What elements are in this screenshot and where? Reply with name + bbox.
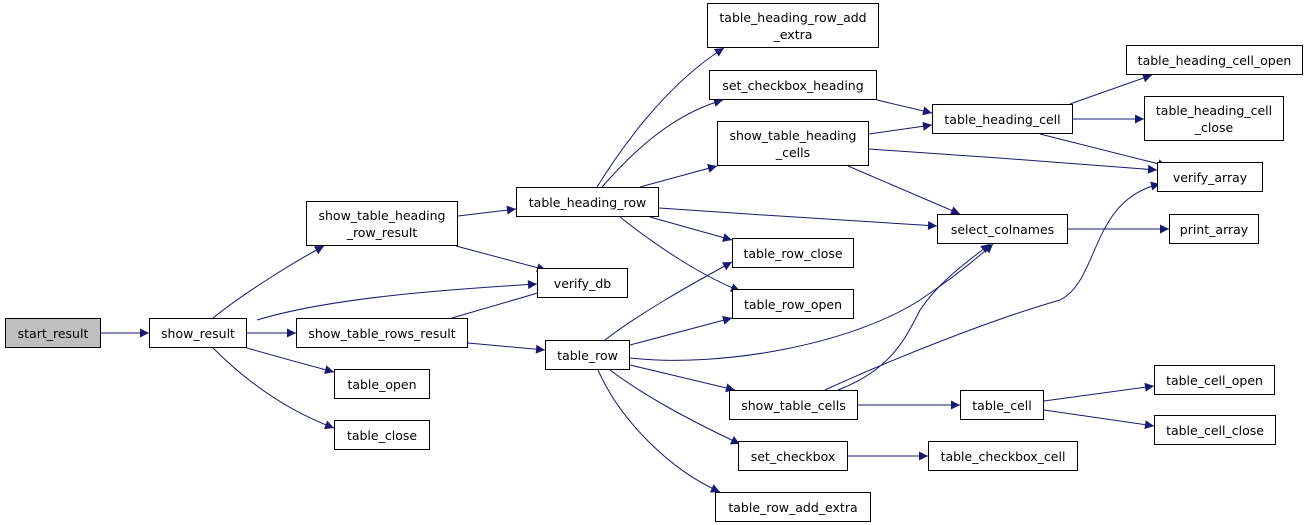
edge-table-heading-row-to-table-row-open [619,216,741,292]
edge-show-table-heading-cells-to-table-heading-cell [868,121,933,135]
node-table-row-add-extra[interactable]: table_row_add_extra [715,492,871,522]
edge-table-row-to-show-table-cells [629,364,736,393]
node-verify-array[interactable]: verify_array [1157,162,1263,192]
edge-set-checkbox-heading-to-table-heading-cell [876,99,933,116]
node-table-cell-close[interactable]: table_cell_close [1154,415,1276,445]
node-start-result[interactable]: start_result [5,318,101,348]
edge-show-result-to-table-close [212,347,335,430]
edge-table-row-to-table-row-add-extra [597,369,721,493]
node-table-heading-cell-close[interactable]: table_heading_cell _close [1144,96,1284,141]
edge-show-table-cells-to-select-colnames [837,243,991,391]
node-table-heading-cell-open[interactable]: table_heading_cell_open [1126,45,1303,75]
node-table-heading-row-add-extra[interactable]: table_heading_row_add _extra [707,3,879,48]
node-show-table-rows-result[interactable]: show_table_rows_result [296,318,468,348]
edge-table-heading-cell-to-table-heading-cell-open [1069,73,1153,105]
edge-table-heading-row-to-select-colnames [658,207,938,230]
node-set-checkbox[interactable]: set_checkbox [738,441,848,471]
edge-show-table-heading-row-result-to-verify-db [455,245,547,273]
node-table-heading-cell[interactable]: table_heading_cell [932,104,1073,134]
node-verify-db[interactable]: verify_db [537,268,628,298]
node-show-table-cells[interactable]: show_table_cells [729,390,858,420]
edge-show-table-rows-result-to-table-row [467,342,546,354]
edge-show-table-heading-cells-to-select-colnames [847,165,961,215]
edge-show-table-heading-row-result-to-table-heading-row [457,205,517,217]
edge-table-row-to-table-row-close [604,261,733,341]
node-show-table-heading-cells[interactable]: show_table_heading _cells [717,121,869,166]
edge-table-heading-row-to-table-row-close [649,216,733,242]
edge-table-row-to-table-row-open [629,315,733,346]
node-table-open[interactable]: table_open [334,369,430,399]
node-show-table-heading-row-result[interactable]: show_table_heading _row_result [306,201,458,246]
edge-table-heading-row-to-set-checkbox-heading [601,98,724,188]
edge-show-result-to-table-open [246,347,335,375]
edge-table-cell-to-table-cell-open [1043,382,1155,402]
edge-show-result-to-verify-db [256,280,538,321]
node-table-row-close[interactable]: table_row_close [732,238,854,268]
edge-table-heading-row-to-show-table-heading-cells [639,164,718,188]
node-set-checkbox-heading[interactable]: set_checkbox_heading [709,70,877,100]
node-print-array[interactable]: print_array [1169,214,1259,244]
edge-show-table-rows-result-to-verify-db [451,288,549,319]
edge-show-table-cells-to-verify-array [824,181,1161,391]
node-table-checkbox-cell[interactable]: table_checkbox_cell [928,441,1078,471]
edge-table-heading-row-to-table-heading-row-add-extra [596,47,725,188]
edge-table-row-to-set-checkbox [609,369,741,445]
edge-table-row-to-select-colnames [629,243,994,361]
node-table-cell-open[interactable]: table_cell_open [1154,365,1275,395]
edge-table-cell-to-table-cell-close [1043,409,1155,430]
edge-table-heading-cell-to-verify-array [1039,133,1168,169]
node-show-result[interactable]: show_result [149,318,247,348]
node-select-colnames[interactable]: select_colnames [937,214,1068,244]
edge-show-result-to-show-table-heading-row-result [212,245,325,319]
node-table-row[interactable]: table_row [545,340,630,370]
node-table-close[interactable]: table_close [334,420,430,450]
node-table-cell[interactable]: table_cell [960,390,1044,420]
node-table-heading-row[interactable]: table_heading_row [516,187,659,217]
node-table-row-open[interactable]: table_row_open [732,289,854,319]
edge-show-table-heading-cells-to-verify-array [868,148,1158,174]
